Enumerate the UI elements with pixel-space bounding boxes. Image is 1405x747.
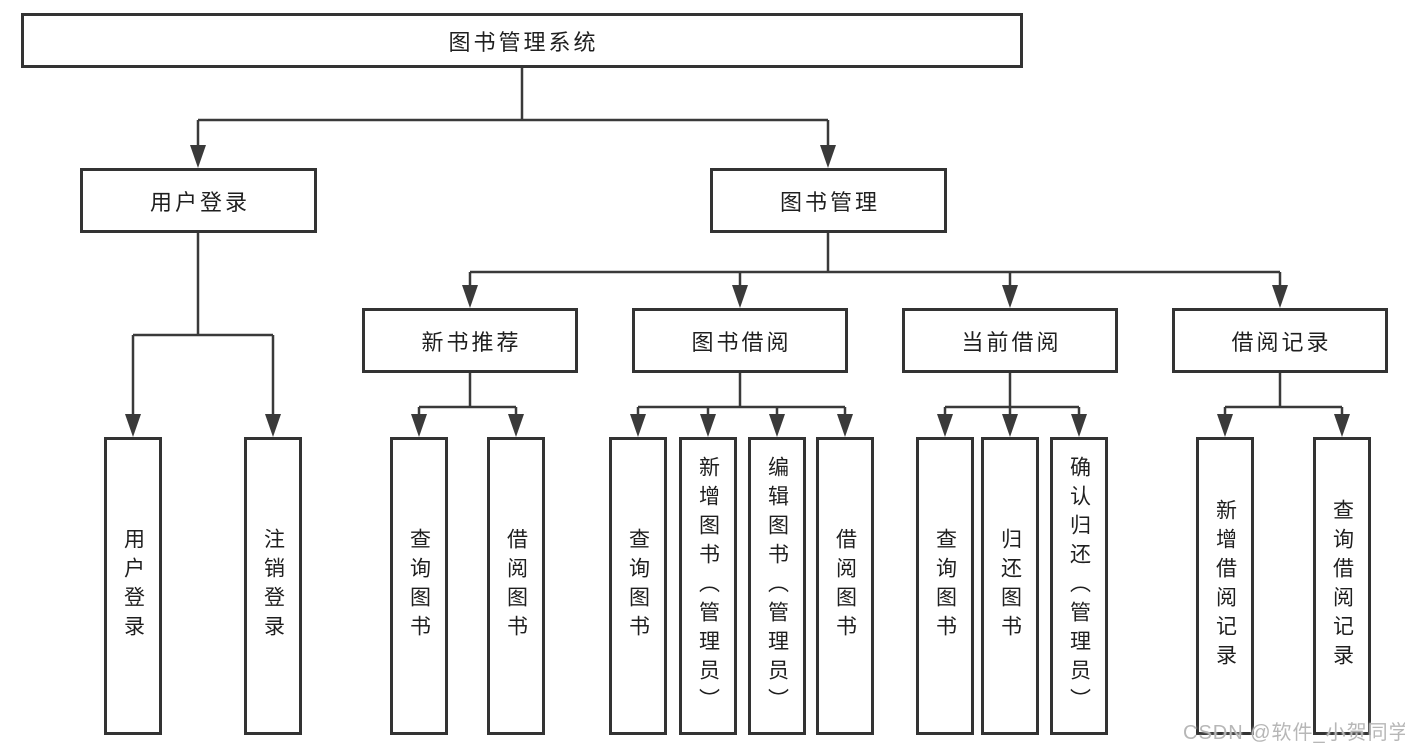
arrowhead	[411, 414, 427, 437]
edge-root-to-level2	[196, 68, 830, 147]
arrowhead	[1334, 414, 1350, 437]
arrowhead	[837, 414, 853, 437]
leaf-edit-book-admin: 编辑图书（管理员）	[748, 437, 806, 735]
arrowhead	[1217, 414, 1233, 437]
csdn-watermark: CSDN @软件_小贺同学	[1183, 722, 1405, 744]
leaf-logout: 注销登录	[244, 437, 302, 735]
arrowhead	[265, 414, 281, 437]
leaf-add-book-admin: 新增图书（管理员）	[679, 437, 737, 735]
edge-book-borrow-to-leaves	[636, 373, 847, 416]
arrowhead	[1002, 285, 1018, 308]
leaf-label: 用户登录	[121, 528, 145, 644]
arrowhead	[1002, 414, 1018, 437]
arrowhead	[125, 414, 141, 437]
leaf-query-books-recommend: 查询图书	[390, 437, 448, 735]
leaf-confirm-return-admin: 确认归还（管理员）	[1050, 437, 1108, 735]
leaf-borrow-books-borrow: 借阅图书	[816, 437, 874, 735]
arrowhead	[700, 414, 716, 437]
leaf-query-borrow-record: 查询借阅记录	[1313, 437, 1371, 735]
leaf-label: 编辑图书（管理员）	[765, 455, 789, 717]
arrowhead	[732, 285, 748, 308]
leaf-label: 新增借阅记录	[1213, 499, 1237, 673]
leaf-label: 查询图书	[407, 528, 431, 644]
leaf-label: 注销登录	[261, 528, 285, 644]
leaf-label: 借阅图书	[833, 528, 857, 644]
edge-user-login-to-leaves	[131, 233, 275, 416]
edge-borrow-record-to-leaves	[1223, 373, 1344, 416]
arrowhead	[508, 414, 524, 437]
node-library-management-system: 图书管理系统	[21, 13, 1023, 68]
arrowhead	[462, 285, 478, 308]
node-new-book-recommendation: 新书推荐	[362, 308, 578, 373]
node-book-borrowing: 图书借阅	[632, 308, 848, 373]
leaf-query-books-current: 查询图书	[916, 437, 974, 735]
edge-new-book-to-leaves	[417, 373, 518, 416]
leaf-label: 查询借阅记录	[1330, 499, 1354, 673]
node-current-borrowing: 当前借阅	[902, 308, 1118, 373]
leaf-label: 借阅图书	[504, 528, 528, 644]
arrowhead	[937, 414, 953, 437]
arrowhead	[190, 145, 206, 168]
arrowhead	[1272, 285, 1288, 308]
edge-current-borrow-to-leaves	[943, 373, 1081, 416]
node-book-management: 图书管理	[710, 168, 947, 233]
arrowhead	[769, 414, 785, 437]
node-user-login: 用户登录	[80, 168, 317, 233]
leaf-label: 归还图书	[998, 528, 1022, 644]
node-borrowing-records: 借阅记录	[1172, 308, 1388, 373]
leaf-label: 查询图书	[626, 528, 650, 644]
leaf-label: 查询图书	[933, 528, 957, 644]
leaf-query-books-borrow: 查询图书	[609, 437, 667, 735]
leaf-label: 确认归还（管理员）	[1067, 455, 1091, 717]
arrowhead	[630, 414, 646, 437]
leaf-return-books: 归还图书	[981, 437, 1039, 735]
leaf-user-login: 用户登录	[104, 437, 162, 735]
edge-book-mgmt-to-level3	[468, 233, 1282, 287]
arrowhead	[820, 145, 836, 168]
leaf-label: 新增图书（管理员）	[696, 455, 720, 717]
leaf-add-borrow-record: 新增借阅记录	[1196, 437, 1254, 735]
arrowhead	[1071, 414, 1087, 437]
leaf-borrow-books-recommend: 借阅图书	[487, 437, 545, 735]
